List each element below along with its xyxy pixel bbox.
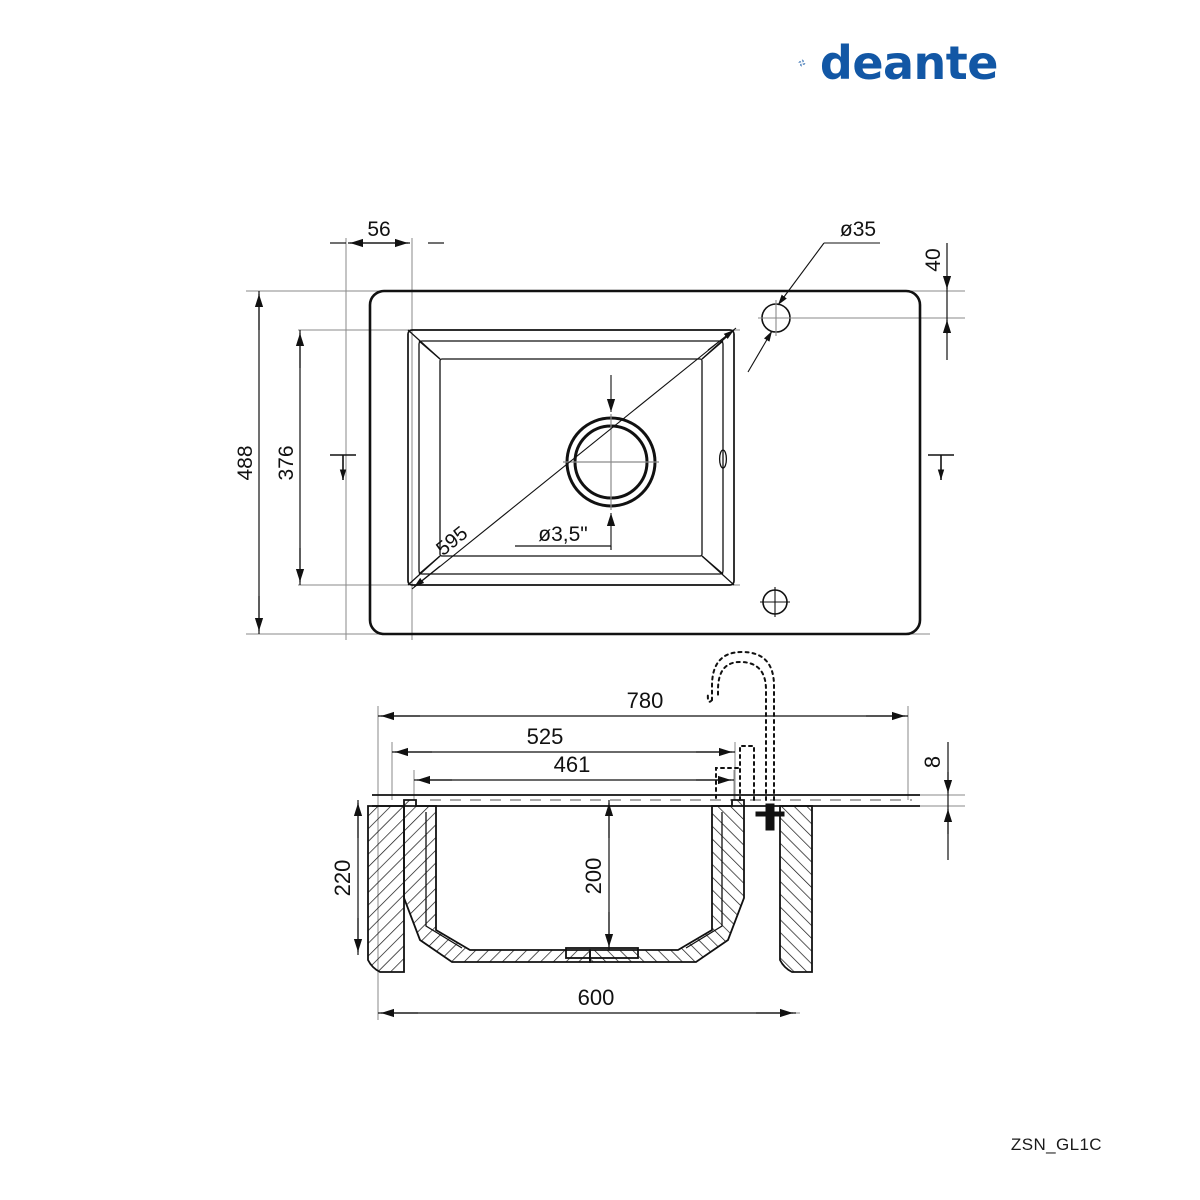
dimension-d35in-label: ø3,5" <box>538 523 587 546</box>
dimension-525-label: 525 <box>527 724 564 749</box>
overflow-slot <box>718 449 728 469</box>
dimension-8-label: 8 <box>920 756 945 768</box>
dimension-376-label: 376 <box>275 445 298 480</box>
dimension-200-label: 200 <box>581 858 606 895</box>
dimension-600-label: 600 <box>578 985 615 1010</box>
waste-outlet <box>563 414 659 510</box>
dimension-595-label: 595 <box>432 522 472 560</box>
dimension-488-label: 488 <box>234 445 257 480</box>
dimension-40: 40 <box>922 243 952 360</box>
tap-hole <box>758 300 794 336</box>
bowl-section-body <box>367 799 813 973</box>
faucet-phantom <box>706 650 775 801</box>
dimension-200: 200 <box>581 800 614 950</box>
dimension-461-label: 461 <box>554 752 591 777</box>
worktop-plate <box>372 794 920 807</box>
faucet-shank <box>755 803 785 831</box>
bowl-outer-rim <box>407 329 735 586</box>
section-extension-lines <box>377 706 965 1020</box>
dimension-376: 376 <box>275 330 305 585</box>
dimension-d35in: ø3,5" <box>515 375 616 550</box>
dimension-525: 525 <box>392 724 735 757</box>
deante-four-petal-logo-icon <box>798 59 806 67</box>
cross-section-view: 780 525 461 8 220 <box>330 650 965 1020</box>
dimension-461: 461 <box>414 752 734 785</box>
accessory-hole <box>760 587 790 617</box>
brand-logo: deante <box>798 32 999 94</box>
top-view-extension-lines <box>246 238 965 640</box>
brand-name: deante <box>819 36 999 90</box>
centre-tick-marks <box>330 454 954 480</box>
dimension-56: 56 <box>330 218 444 248</box>
dimension-488: 488 <box>234 291 264 634</box>
dimension-220-label: 220 <box>330 860 355 897</box>
dimension-600: 600 <box>378 985 796 1018</box>
bowl-rim-bevel <box>418 340 724 575</box>
part-code-label: ZSN_GL1C <box>1010 1135 1102 1154</box>
dimension-56-label: 56 <box>367 218 390 241</box>
dimension-595: 595 <box>411 327 737 590</box>
sink-outer-outline <box>368 289 922 636</box>
dimension-780-label: 780 <box>627 688 664 713</box>
dimension-d35: ø35 <box>747 218 880 373</box>
dimension-220: 220 <box>330 800 363 955</box>
dimension-d35-label: ø35 <box>840 218 876 241</box>
top-view: 56 488 376 595 <box>234 218 965 640</box>
dimension-40-label: 40 <box>922 248 945 271</box>
bowl-inner-floor <box>439 358 703 557</box>
dimension-8: 8 <box>920 742 953 860</box>
bowl-inner-profile <box>425 812 723 949</box>
bowl-floor-slab <box>565 947 639 959</box>
dimension-780: 780 <box>378 688 908 721</box>
